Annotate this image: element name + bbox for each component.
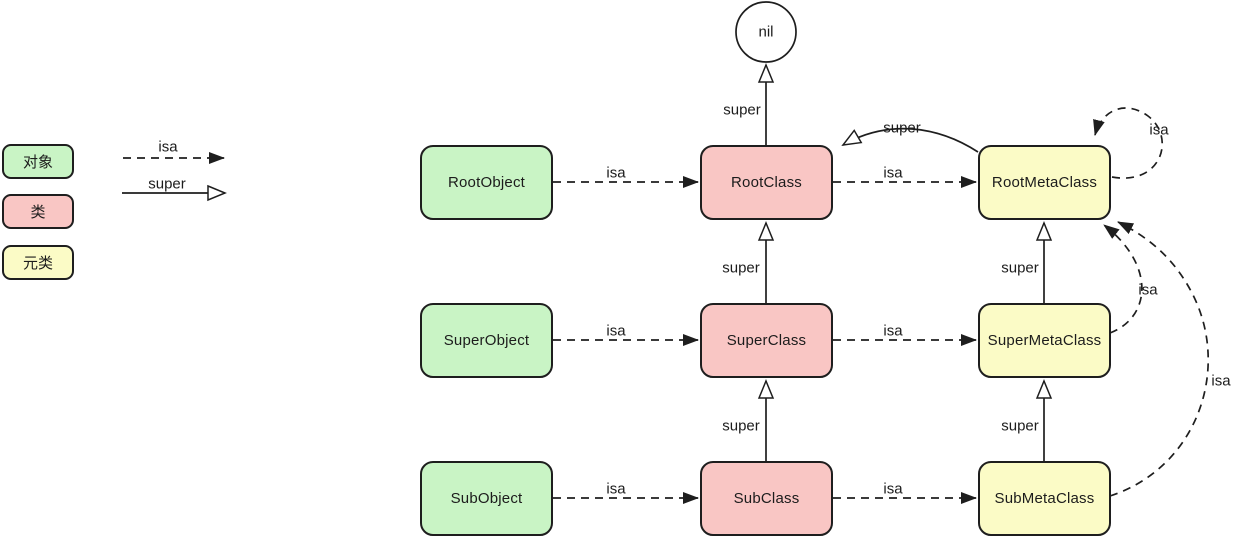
edge-label-subobject-isa: isa [606,480,626,498]
nil-node-label: nil [758,23,774,41]
node-root-meta-class: RootMetaClass [978,145,1111,220]
legend-isa-label: isa [158,138,178,156]
edge-label-rootmeta-isa-self: isa [1149,121,1169,139]
node-sub-object: SubObject [420,461,553,536]
edge-label-submeta-super: super [1001,417,1039,435]
edge-label-supermeta-super: super [1001,259,1039,277]
node-super-meta-class-label: SuperMetaClass [987,332,1102,349]
edge-label-superclass-super: super [722,259,760,277]
edge-label-subclass-isa: isa [883,480,903,498]
node-root-meta-class-label: RootMetaClass [991,174,1098,191]
edge-label-rootclass-isa: isa [883,164,903,182]
edge-label-rootclass-super: super [723,101,761,119]
legend-item-metaclass-label: 元类 [22,255,53,272]
node-super-object-label: SuperObject [443,332,530,349]
edge-label-superobject-isa: isa [606,322,626,340]
legend-item-metaclass: 元类 [2,245,74,280]
node-root-object-label: RootObject [447,174,526,191]
edge-label-superclass-isa: isa [883,322,903,340]
legend-item-class-label: 类 [30,204,46,221]
node-sub-class: SubClass [700,461,833,536]
edge-label-subclass-super: super [722,417,760,435]
node-sub-object-label: SubObject [450,490,523,507]
node-super-meta-class: SuperMetaClass [978,303,1111,378]
edge-label-submeta-isa: isa [1211,372,1231,390]
edge-label-supermeta-isa: isa [1138,281,1158,299]
edge-label-rootmeta-super: super [883,119,921,137]
node-sub-meta-class-label: SubMetaClass [994,490,1095,507]
node-super-object: SuperObject [420,303,553,378]
legend-item-object-label: 对象 [22,154,53,171]
node-root-object: RootObject [420,145,553,220]
node-super-class-label: SuperClass [726,332,807,349]
edge-isa-submetaclass-to-rootmetaclass [1109,221,1209,497]
legend-super-label: super [148,175,186,193]
edge-label-rootobject-isa: isa [606,164,626,182]
node-root-class: RootClass [700,145,833,220]
node-root-class-label: RootClass [731,174,802,191]
legend-item-class: 类 [2,194,74,229]
node-sub-class-label: SubClass [733,490,800,507]
node-sub-meta-class: SubMetaClass [978,461,1111,536]
legend-item-object: 对象 [2,144,74,179]
node-super-class: SuperClass [700,303,833,378]
